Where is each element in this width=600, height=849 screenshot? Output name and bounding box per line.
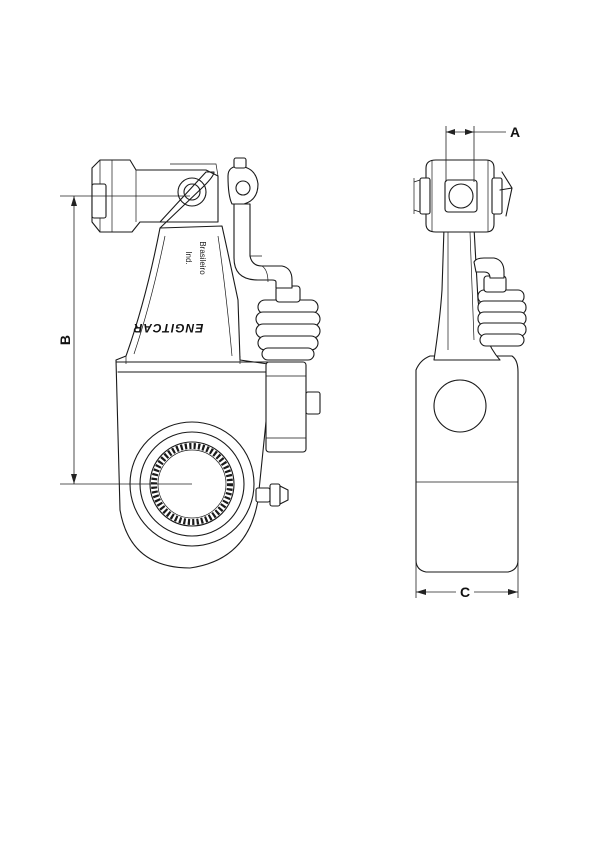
side-lower-body — [415, 355, 519, 573]
worm-housing — [265, 361, 307, 453]
elbow-tube — [233, 203, 293, 289]
arm-inner-contour — [133, 235, 233, 357]
maker-marking-line-1: Brasileiro — [198, 241, 207, 275]
dimension-c-label: C — [460, 584, 470, 600]
dimension-a-label: A — [510, 124, 520, 140]
spring-clip — [159, 171, 215, 229]
rubber-bellows — [255, 285, 321, 361]
front-view: ENGITCAR Brasileiro Ind. — [91, 157, 321, 569]
dimension-c: C — [415, 560, 519, 600]
maker-marking-line-2: Ind. — [184, 251, 193, 264]
worm-hex-nut — [305, 391, 321, 415]
dimension-b: B — [57, 195, 192, 485]
housing-block — [115, 361, 269, 373]
side-bellows — [477, 275, 527, 347]
side-elbow-tube — [473, 257, 505, 279]
housing-side-edge — [125, 356, 241, 364]
side-bore — [433, 379, 487, 433]
dimension-b-label: B — [57, 335, 73, 345]
clevis-pin — [177, 177, 207, 207]
grease-fitting — [255, 483, 289, 507]
side-clevis — [413, 159, 513, 233]
side-view — [413, 159, 527, 573]
brand-marking: ENGITCAR — [133, 321, 204, 335]
dimension-a: A — [445, 124, 520, 182]
pivot-link — [227, 157, 259, 205]
